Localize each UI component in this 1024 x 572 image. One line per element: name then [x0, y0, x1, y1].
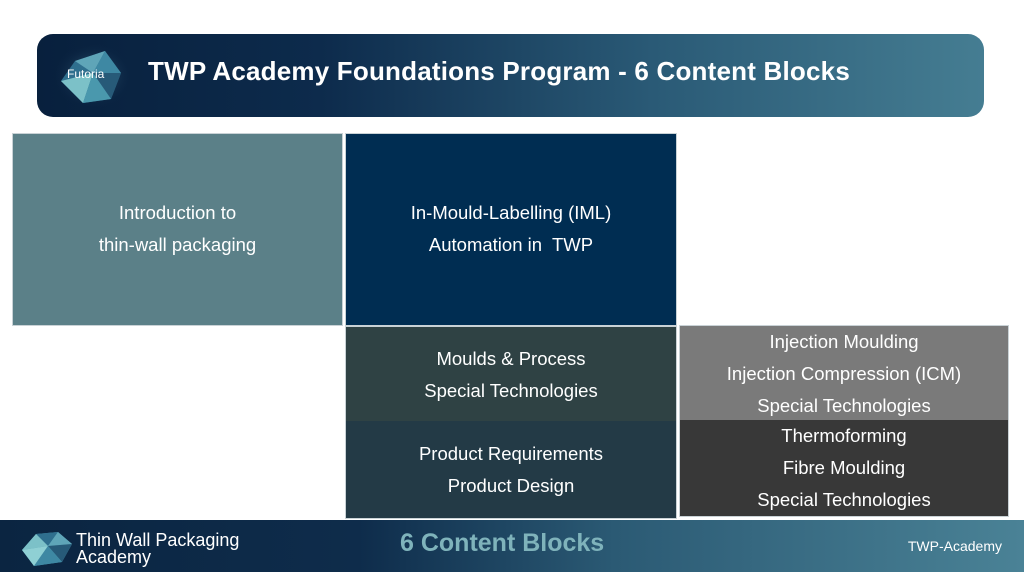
content-block-injection-moulding: Injection Moulding Injection Compression… — [679, 325, 1009, 421]
block-line: Injection Compression (ICM) — [726, 362, 962, 384]
block-line: Special Technologies — [757, 489, 931, 510]
footer-brand-line1: Thin Wall Packaging — [76, 530, 240, 550]
block-line: Thermoforming — [781, 425, 907, 446]
block-line: In-Mould-Labelling (IML) — [410, 202, 612, 223]
block-line: Special Technologies — [757, 394, 931, 416]
block-line: thin-wall packaging — [98, 234, 257, 255]
block-line: Special Technologies — [424, 379, 598, 401]
block-line: Automation in TWP — [428, 234, 594, 255]
twp-academy-logo-icon — [22, 532, 72, 566]
block-line: Product Requirements — [418, 442, 604, 464]
content-block-moulds-process: Moulds & Process Special Technologies — [345, 326, 677, 422]
block-line: Introduction to — [118, 202, 237, 223]
footer-bar: Thin Wall Packaging Academy 6 Content Bl… — [0, 520, 1024, 572]
footer-title: 6 Content Blocks — [400, 529, 605, 557]
block-line: Moulds & Process — [436, 347, 586, 369]
futoria-logo-icon — [53, 43, 133, 109]
block-line: Injection Moulding — [769, 330, 919, 352]
futoria-logo-text: Futoria — [67, 67, 105, 81]
content-block-product-requirements: Product Requirements Product Design — [345, 421, 677, 519]
content-block-iml-automation: In-Mould-Labelling (IML) Automation in T… — [345, 133, 677, 326]
footer-brand-line2: Academy — [76, 547, 152, 567]
title-banner: Futoria TWP Academy Foundations Program … — [37, 34, 984, 117]
footer-brand: Thin Wall Packaging Academy — [76, 530, 240, 567]
content-block-introduction: Introduction to thin-wall packaging — [12, 133, 343, 326]
block-line: Fibre Moulding — [782, 457, 906, 478]
block-line: Product Design — [447, 474, 575, 496]
page-title: TWP Academy Foundations Program - 6 Cont… — [148, 56, 850, 86]
content-block-thermoforming: Thermoforming Fibre Moulding Special Tec… — [679, 420, 1009, 517]
footer-label: TWP-Academy — [907, 538, 1002, 554]
